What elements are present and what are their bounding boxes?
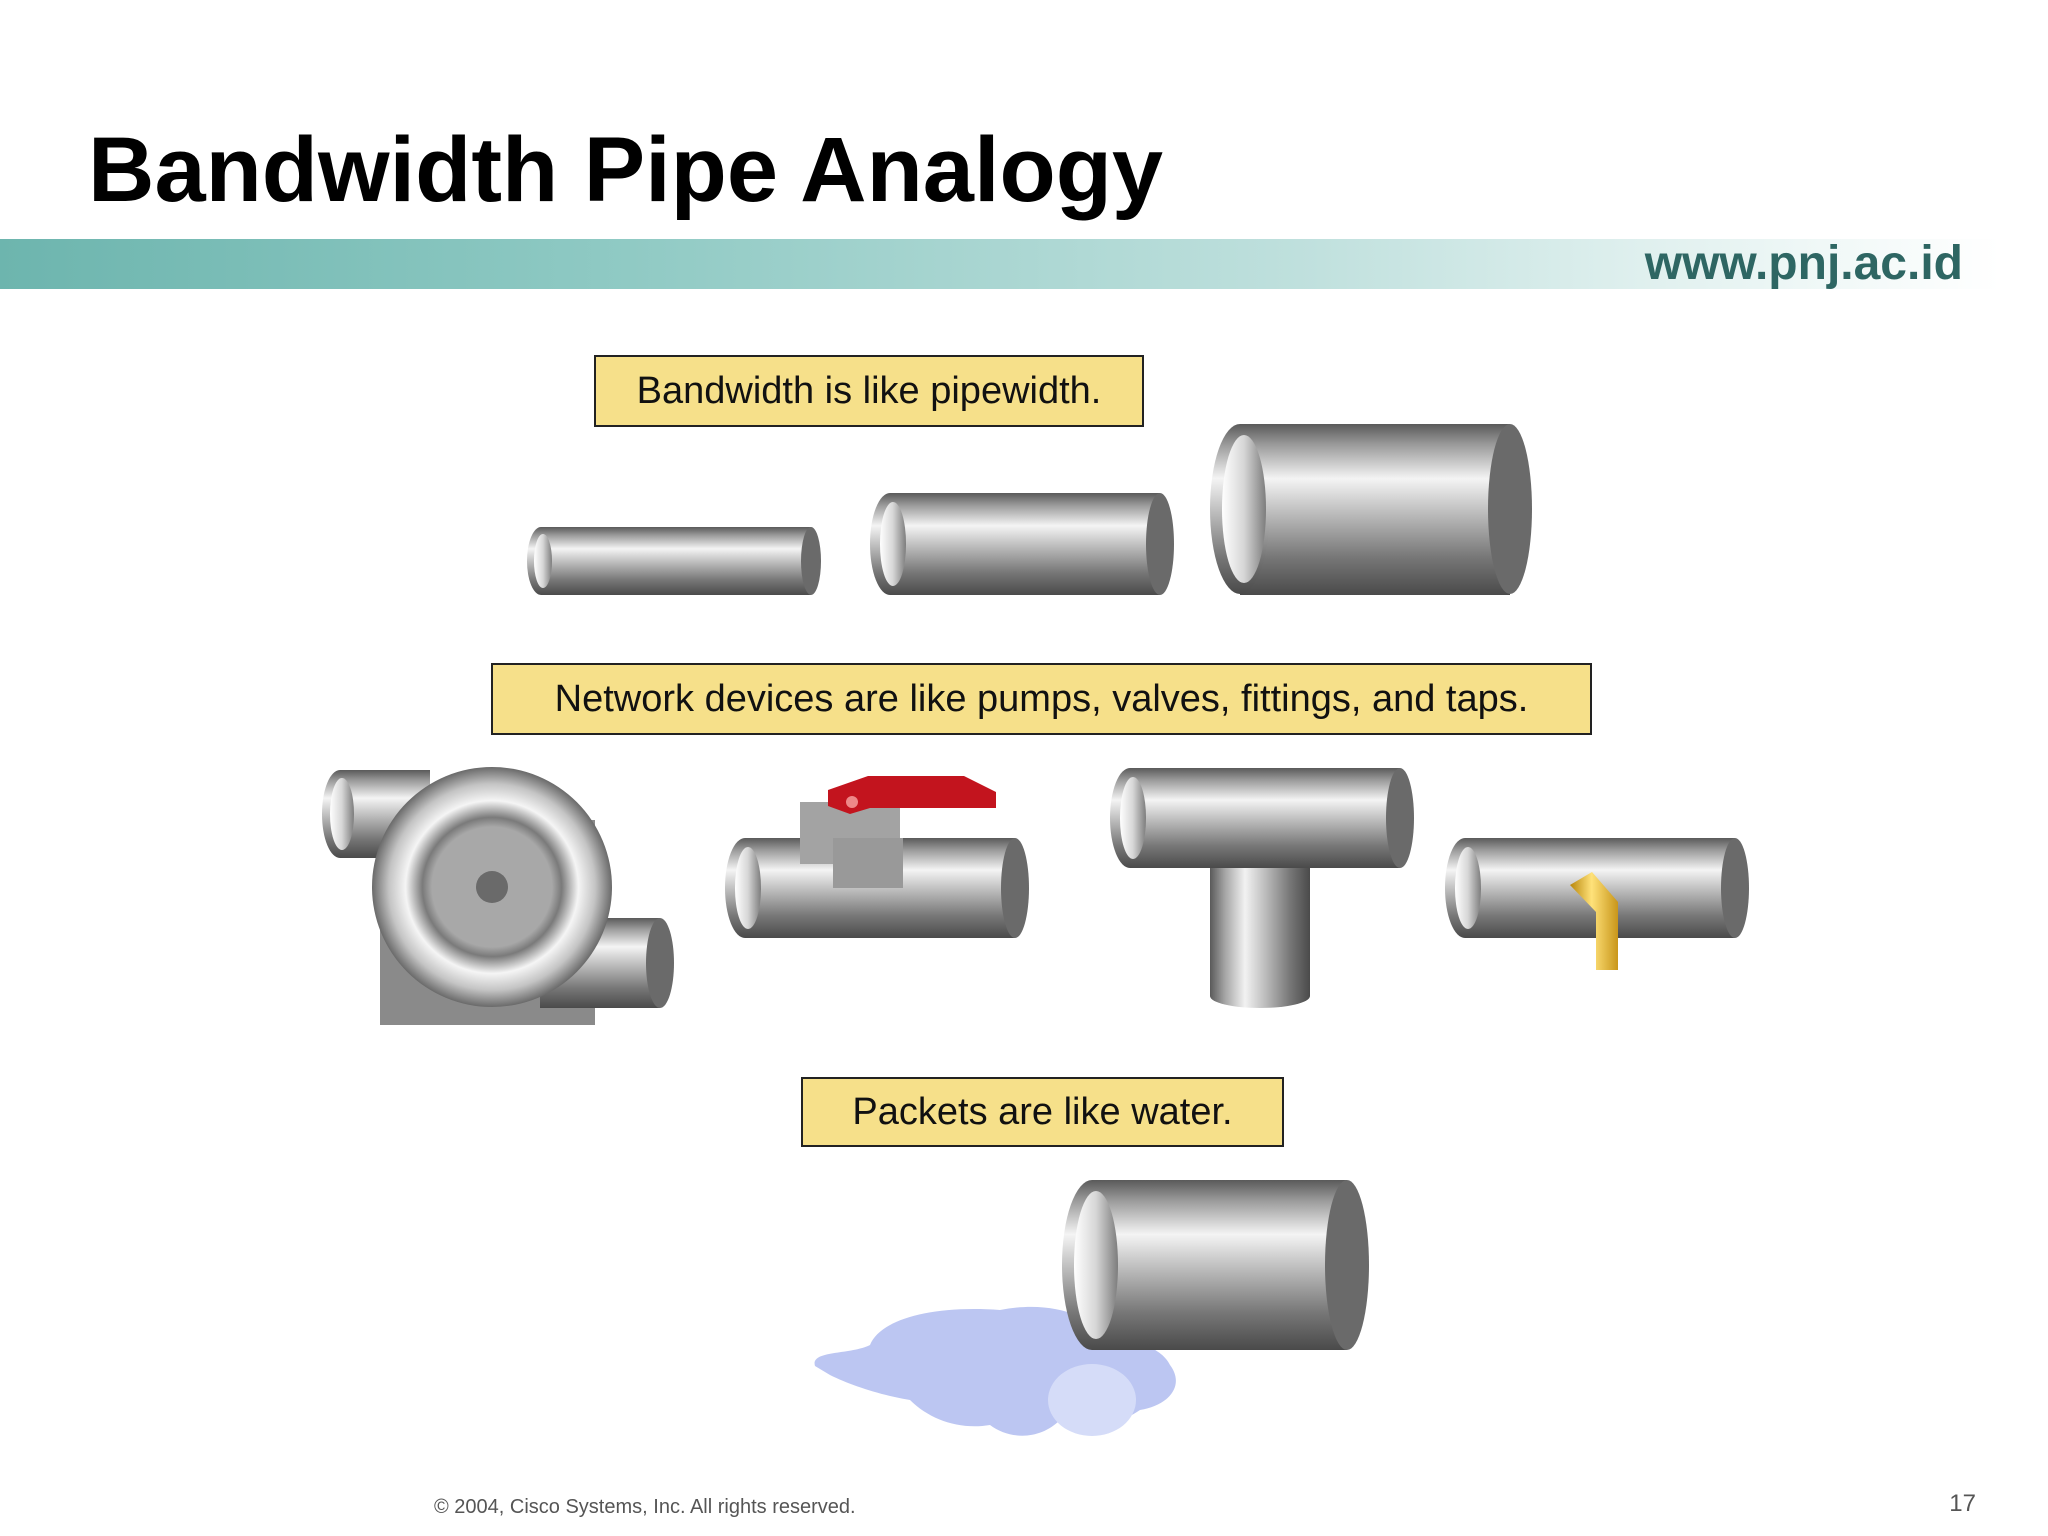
caption-network-devices: Network devices are like pumps, valves, … xyxy=(491,663,1592,735)
open-pipe-icon xyxy=(1062,1180,1369,1350)
caption-packets: Packets are like water. xyxy=(801,1077,1284,1147)
caption-bandwidth: Bandwidth is like pipewidth. xyxy=(594,355,1144,427)
valve-icon xyxy=(725,776,1029,938)
slide-title: Bandwidth Pipe Analogy xyxy=(88,119,1164,221)
pump-icon xyxy=(322,767,674,1025)
medium-pipe-icon xyxy=(870,493,1174,595)
header-band xyxy=(0,239,2000,289)
large-pipe-icon xyxy=(1210,424,1532,595)
site-url: www.pnj.ac.id xyxy=(1644,237,1963,290)
tap-icon xyxy=(1445,838,1749,970)
page-number: 17 xyxy=(1949,1490,1976,1517)
tee-fitting-icon xyxy=(1110,768,1414,1008)
copyright-notice: © 2004, Cisco Systems, Inc. All rights r… xyxy=(434,1496,856,1518)
small-pipe-icon xyxy=(527,527,821,595)
